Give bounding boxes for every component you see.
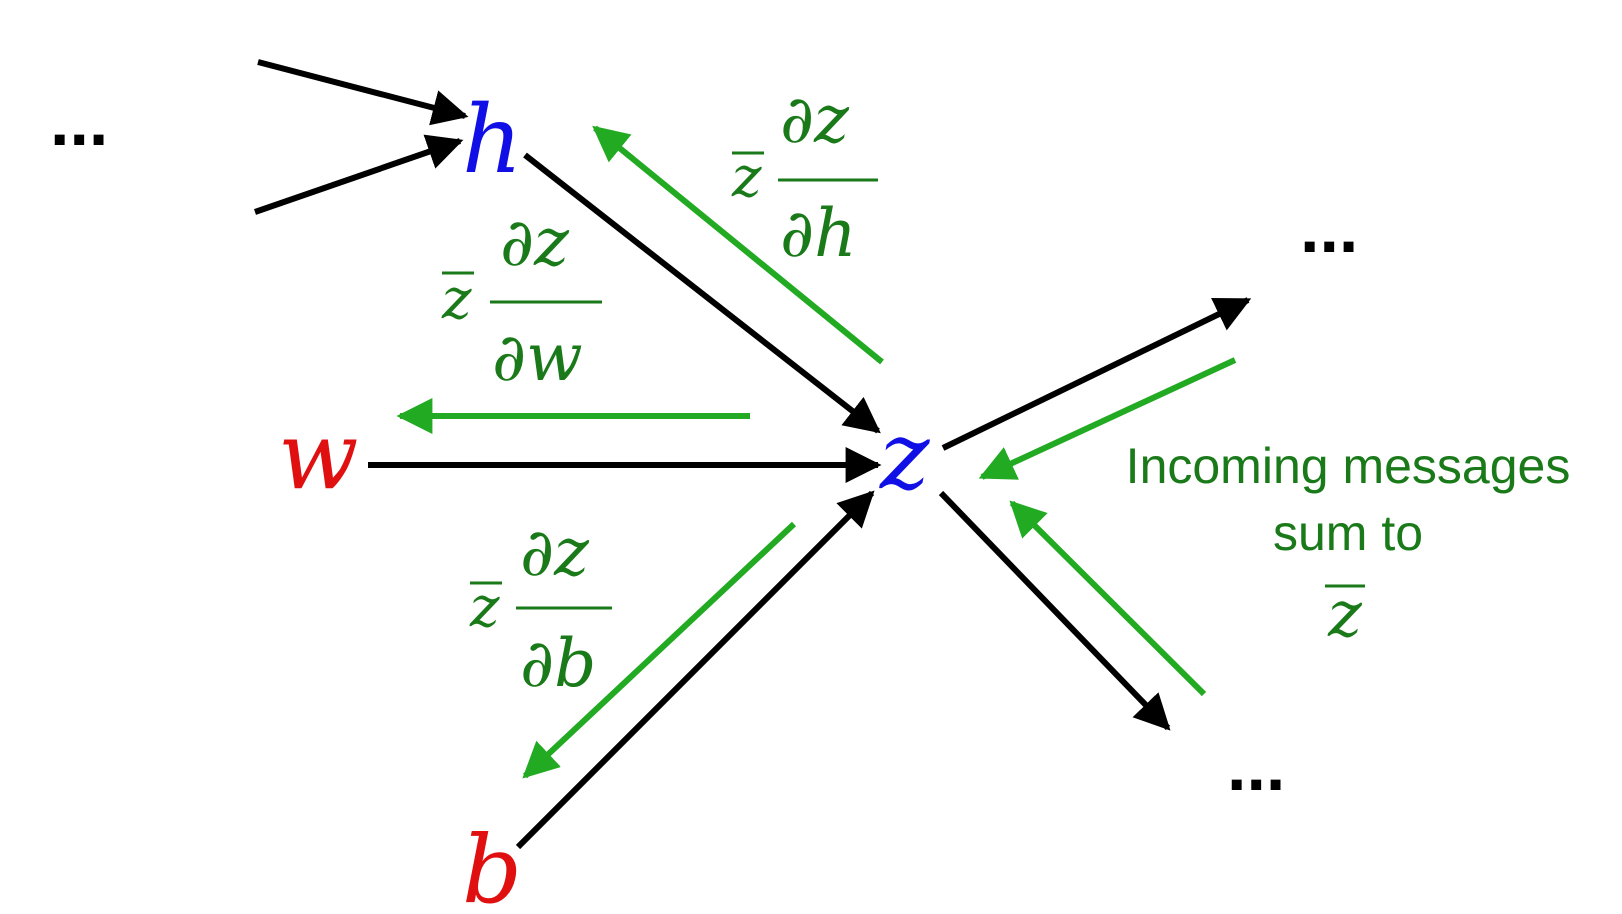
message-label-dz-db: z ∂z ∂b [469, 514, 612, 702]
backward-edges [396, 125, 1237, 779]
fraction-numerator: ∂z [780, 81, 850, 158]
edge-b-to-z [515, 490, 875, 850]
edge-h-to-z [523, 152, 881, 434]
zbar-symbol: z [731, 145, 762, 210]
node-z: z [879, 402, 930, 511]
node-h: h [462, 86, 523, 195]
message-label-dz-dw: z ∂z ∂w [441, 204, 602, 396]
msg-bottom-right-to-z [1009, 500, 1207, 697]
edge-z-to-top-right [941, 297, 1252, 451]
fraction-numerator: ∂z [520, 514, 590, 591]
forward-edges [254, 59, 1252, 850]
ellipsis-top-right: ... [1300, 189, 1358, 267]
msg-top-right-to-z [978, 357, 1237, 480]
msg-z-to-b [522, 521, 797, 779]
fraction-denominator: ∂b [520, 625, 596, 702]
node-w: w [278, 402, 358, 511]
edge-in-2-to-h [254, 134, 464, 215]
edge-z-to-bottom-right [938, 490, 1171, 731]
edge-in-1-to-h [257, 59, 469, 126]
fraction-numerator: ∂z [500, 204, 570, 281]
zbar-symbol: z [441, 267, 472, 332]
msg-z-to-h [592, 125, 884, 365]
incoming-messages-note: Incoming messages sum to z [1126, 438, 1571, 652]
node-b: b [462, 816, 522, 914]
note-line-2: sum to [1273, 505, 1423, 561]
zbar-symbol: z [469, 575, 500, 640]
ellipsis-left: ... [50, 82, 108, 160]
ellipsis-bottom-right: ... [1227, 727, 1285, 805]
fraction-denominator: ∂w [492, 319, 583, 396]
message-label-dz-dh: z ∂z ∂h [731, 81, 878, 272]
note-zbar: z [1327, 578, 1363, 652]
fraction-denominator: ∂h [780, 195, 857, 272]
note-line-1: Incoming messages [1126, 438, 1571, 494]
